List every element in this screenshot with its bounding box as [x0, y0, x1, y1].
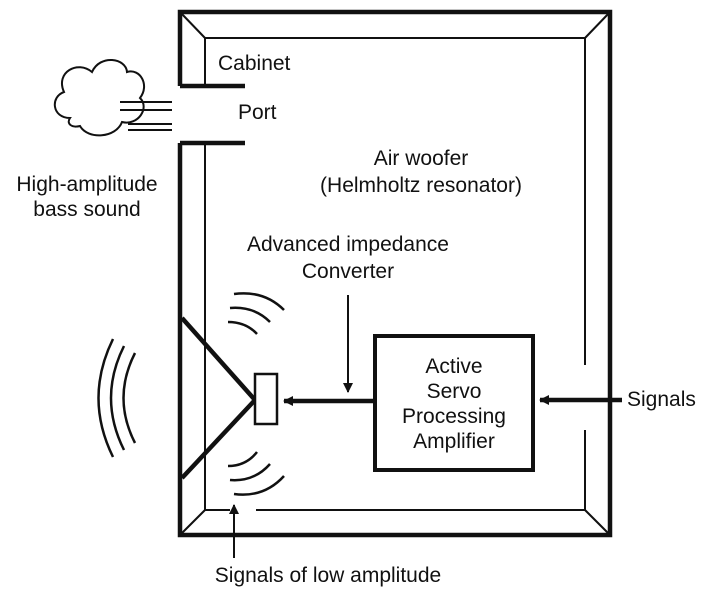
- bass-sound-label-line2: bass sound: [33, 198, 140, 221]
- amplifier-box: [373, 334, 535, 472]
- bass-sound-cloud: [54, 59, 146, 137]
- port-label: Port: [238, 101, 277, 124]
- bass-sound-label-line1: High-amplitude: [16, 173, 157, 196]
- converter-label-line2: Converter: [302, 260, 394, 283]
- air-woofer-label-line2: (Helmholtz resonator): [320, 174, 522, 197]
- converter-label-line1: Advanced impedance: [247, 233, 449, 256]
- amplifier-label-line4: Amplifier: [413, 430, 495, 453]
- outer-sound-waves: [97, 338, 137, 458]
- air-woofer-label-line1: Air woofer: [374, 147, 469, 170]
- speaker-cone: [180, 316, 257, 480]
- inner-sound-waves-upper: [227, 292, 285, 335]
- amplifier-label-line2: Servo: [427, 380, 482, 403]
- cabinet-corner-bevels: [179, 11, 611, 536]
- voice-coil-box: [253, 372, 279, 426]
- signals-label: Signals: [627, 388, 696, 411]
- amplifier-label-line3: Processing: [402, 405, 506, 428]
- cabinet-label: Cabinet: [218, 52, 291, 75]
- inner-sound-waves-lower: [227, 451, 285, 496]
- port-tube: [180, 83, 245, 146]
- amplifier-label-line1: Active: [425, 355, 482, 378]
- low-amplitude-label: Signals of low amplitude: [215, 564, 441, 587]
- cabinet-outer-wall: [177, 9, 613, 538]
- port-airflow-lines: [120, 101, 172, 131]
